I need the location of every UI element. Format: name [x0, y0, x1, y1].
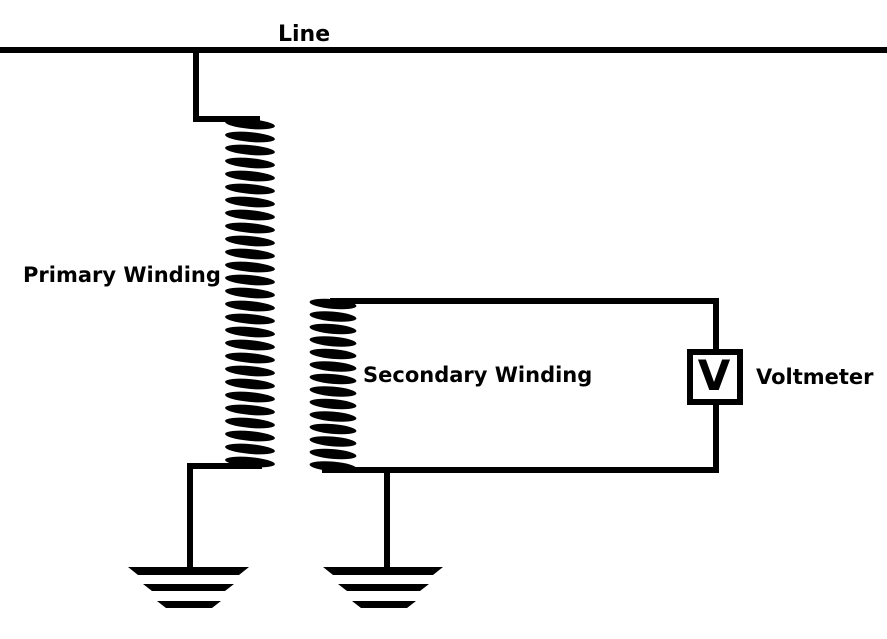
- primary-ground-symbol: [128, 567, 249, 608]
- secondary-top-wire: [330, 298, 719, 355]
- secondary-bottom-wire: [322, 399, 719, 473]
- primary-winding-coil: [225, 118, 275, 468]
- ground-bar-bottom: [157, 601, 221, 608]
- secondary-winding-coil: [309, 298, 357, 472]
- voltmeter-symbol: V: [698, 351, 731, 400]
- ground-bar-bottom: [352, 601, 416, 608]
- ground-bar-middle: [143, 584, 234, 591]
- voltmeter-box: [687, 349, 743, 405]
- line-label: Line: [278, 22, 330, 47]
- voltmeter-label: Voltmeter: [756, 365, 874, 389]
- ground-bar-middle: [338, 584, 429, 591]
- ground-bar-top: [323, 567, 443, 575]
- primary-winding-label: Primary Winding: [23, 263, 221, 287]
- primary-ground-wire: [187, 463, 262, 568]
- secondary-winding-label: Secondary Winding: [363, 363, 592, 387]
- secondary-ground-symbol: [323, 567, 443, 608]
- primary-top-wire: [193, 47, 260, 122]
- ground-bar-top: [128, 567, 249, 575]
